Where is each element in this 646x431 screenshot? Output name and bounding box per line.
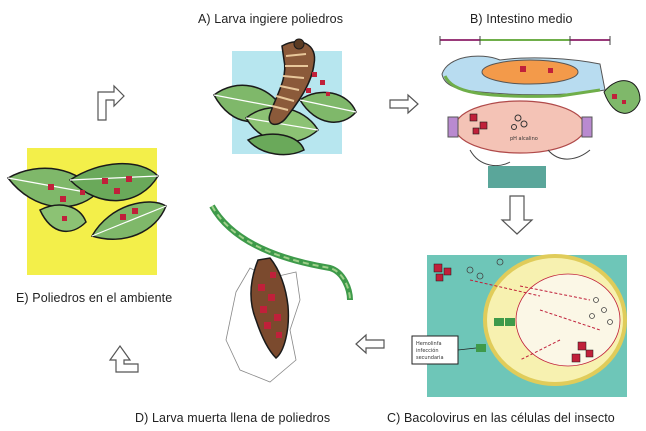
arrow-right-a-to-b: [390, 95, 418, 113]
hemolymph-text-2: infección: [416, 347, 439, 354]
panel-a-larva-ingests: [214, 39, 356, 155]
panel-e-environment: [8, 148, 166, 275]
panel-c-cells: Hemolinfa infección secundaria: [412, 255, 627, 397]
larva-body-section: [442, 56, 605, 96]
hemolymph-box: Hemolinfa infección secundaria: [412, 336, 458, 364]
hemolymph-text-3: secundaria: [416, 355, 444, 361]
hemolymph-text-1: Hemolinfa: [416, 341, 442, 347]
midgut-zoom: pH alcalino: [448, 101, 592, 166]
arrow-down-b-to-c: [502, 196, 532, 234]
panel-b-midgut: pH alcalino: [440, 36, 640, 188]
midgut-ph-text: pH alcalino: [510, 136, 538, 142]
leaf-piece-b: [604, 81, 640, 114]
nucleus: [516, 274, 620, 366]
arrow-left-c-to-d: [356, 335, 384, 353]
gut-tissue-block: [488, 166, 546, 188]
arrow-turn-e-to-a: [98, 86, 124, 120]
arrow-turn-d-to-e: [110, 346, 138, 372]
panel-d-dead-larva: [212, 206, 350, 382]
